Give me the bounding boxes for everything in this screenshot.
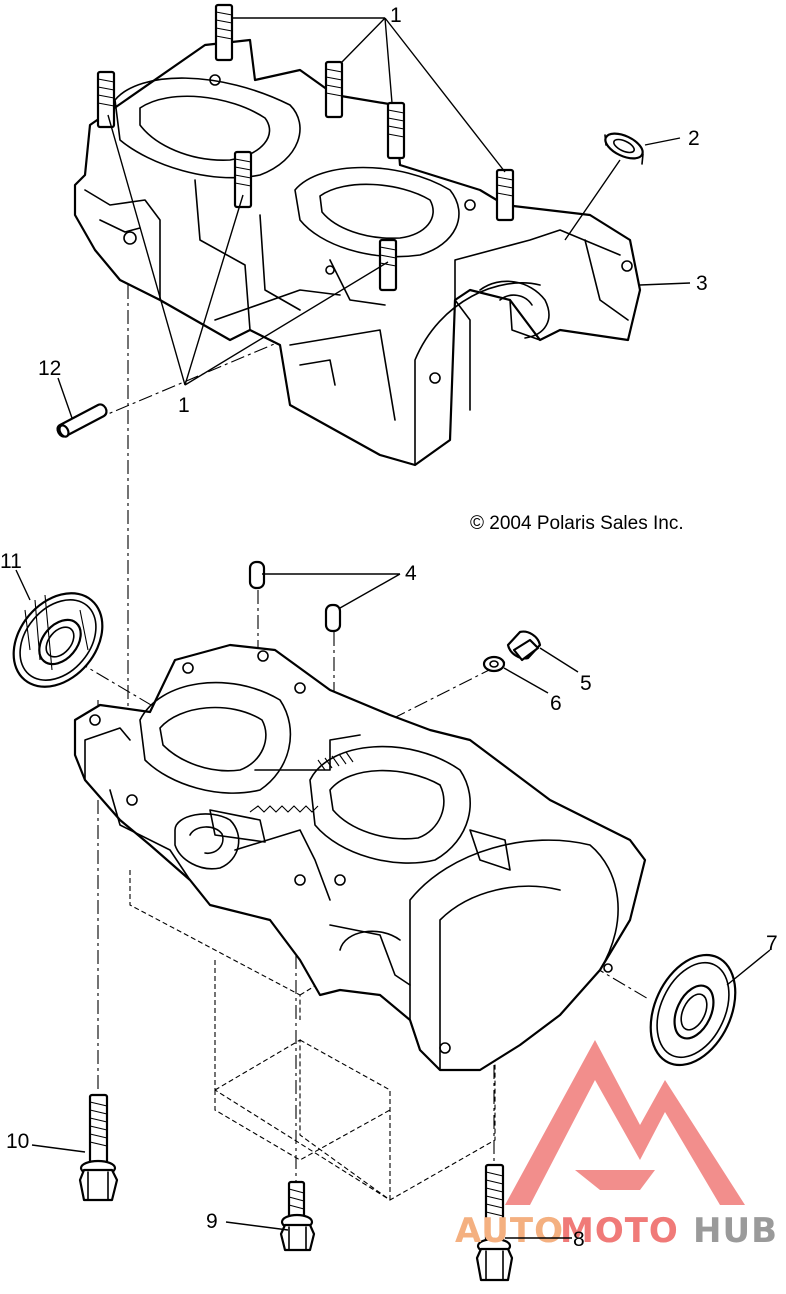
callout-11: 11 [0,550,22,573]
callout-1-top: 1 [390,4,402,27]
callout-8: 8 [573,1228,585,1251]
callout-10: 10 [6,1130,29,1153]
callout-5: 5 [580,672,592,695]
lower-crankcase [73,643,647,1201]
leader-lines [15,17,771,1239]
watermark-text-moto: MOTO [560,1211,679,1251]
copyright-text: © 2004 Polaris Sales Inc. [470,513,684,534]
callout-6: 6 [550,692,562,715]
callout-2: 2 [688,127,700,150]
callout-labels: 1 1 2 3 4 5 6 7 8 9 10 11 12 [0,4,778,1251]
callout-12: 12 [38,357,61,380]
watermark-text-auto: AUTO [455,1211,564,1251]
bolt-10 [78,1093,119,1202]
callout-9: 9 [206,1210,218,1233]
oil-seal-7 [649,953,737,1067]
watermark-text-hub: HUB [693,1211,778,1251]
automotohub-watermark: AUTO MOTO HUB [455,1040,778,1251]
callout-3: 3 [696,272,708,295]
bolt-8 [475,1163,514,1282]
callout-7: 7 [766,932,778,955]
washer-6 [482,655,506,673]
oil-seal-11 [12,592,104,688]
dowel-pins-4 [248,560,342,633]
seal-2 [604,132,644,165]
upper-crankcase [73,3,642,467]
studs [96,3,515,292]
callout-1-bottom: 1 [178,394,190,417]
bolt-9 [279,1180,316,1252]
watermark-triangle-logo [505,1040,745,1205]
callout-4: 4 [405,562,417,585]
dowel-pin-12 [56,403,108,438]
screw-5 [506,630,542,662]
